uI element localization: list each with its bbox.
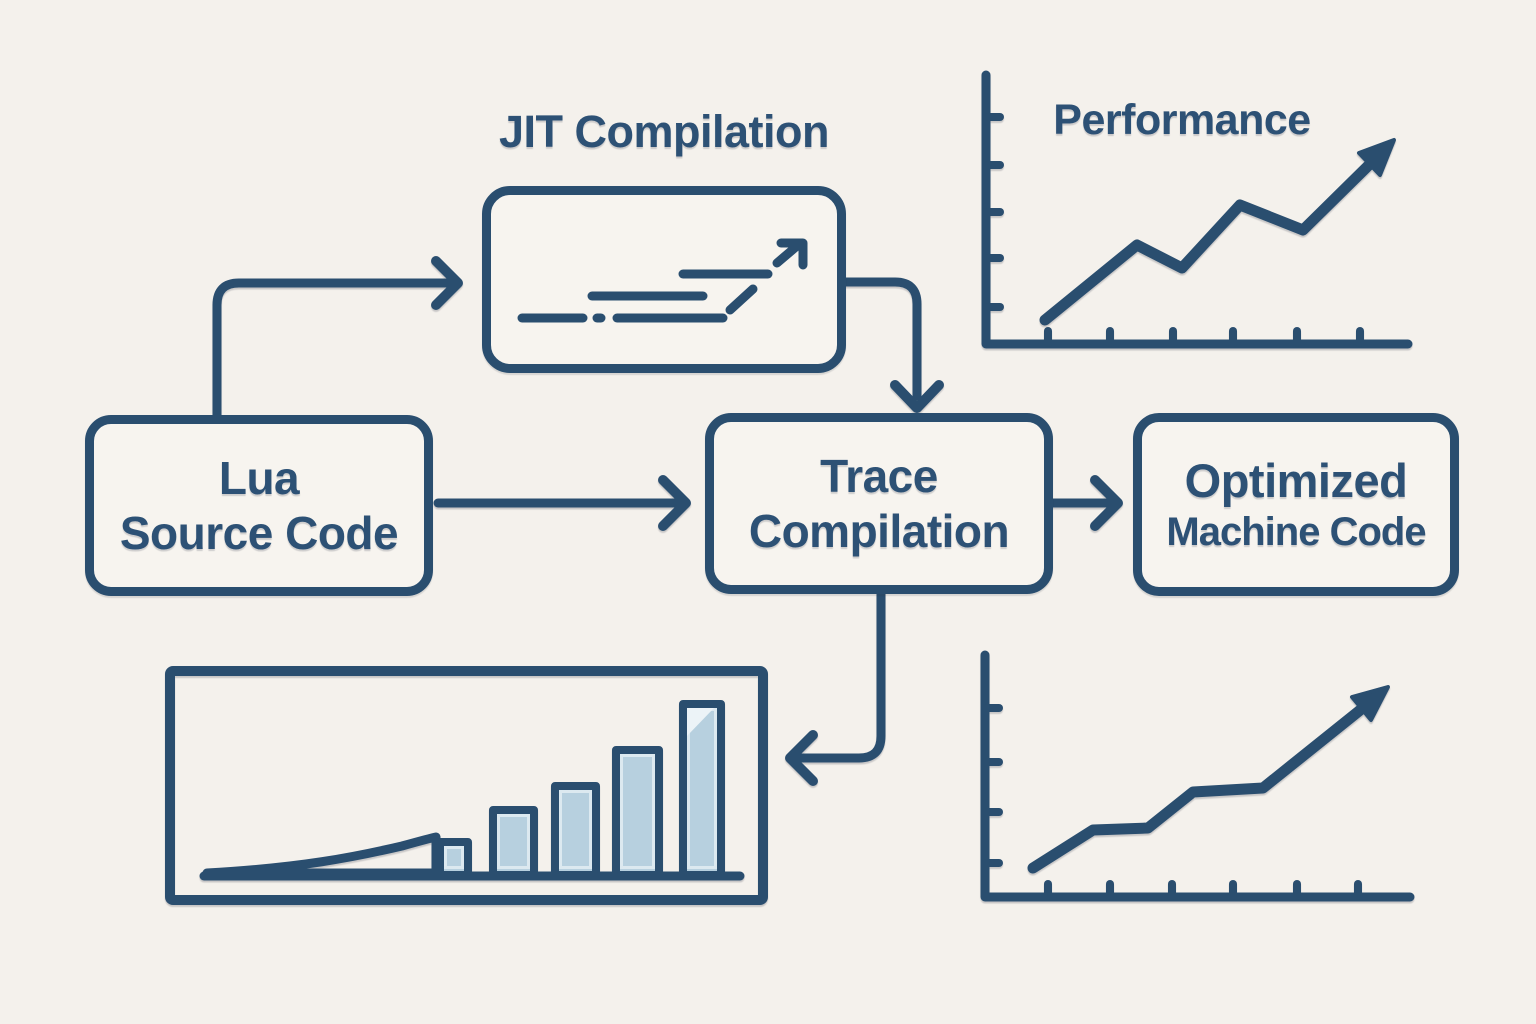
trend-up-dashed-lines-icon [517,238,808,323]
bar-fold-highlight [687,708,714,736]
arrow-left-icon [785,730,818,786]
connector-shaft [212,278,453,420]
connector-trace-to-optimized [1047,475,1123,531]
box-label-line: Source Code [119,506,399,559]
arrow-right-icon [658,475,691,531]
box-label-line: Compilation [748,504,1010,557]
bar-group [436,700,725,879]
bar [612,746,663,879]
bar-chart [165,666,768,905]
connector-jit-to-trace [841,277,944,413]
trend-arrowhead-icon [1357,138,1396,177]
growth-chart [980,650,1415,902]
box-label-line: Lua [218,452,300,505]
performance-trend-line [1039,157,1377,326]
box-label-line: Machine Code [1166,509,1426,554]
connector-shaft [796,589,886,763]
jit-compilation-box [482,186,846,373]
bar-chart-frame [165,666,768,905]
chart-axes [980,650,1415,902]
performance-chart-title: Performance [1053,96,1311,144]
arrow-right-icon [431,256,463,310]
lua-source-code-box: Lua Source Code [85,415,433,596]
connector-trace-to-barchart [785,589,886,786]
jit-compilation-label: JIT Compilation [499,106,830,157]
trace-compilation-box: Trace Compilation [705,413,1053,594]
box-label-line: Trace [820,450,938,503]
growth-trend-line [1027,701,1370,874]
connector-lua-to-trace [433,475,691,531]
bar-inner-highlight [620,754,655,869]
arrow-right-icon [1090,475,1123,531]
box-label-line: Optimized [1184,454,1408,508]
trend-arrowhead-icon [1350,685,1390,722]
bar-inner-highlight [444,846,464,869]
bar-inner-highlight [559,790,592,869]
connector-shaft [841,277,922,401]
connector-lua-to-jit [212,256,463,420]
bar-inner-highlight [497,814,530,869]
chart-ticks [983,704,1362,900]
performance-chart [981,70,1413,349]
arrow-down-icon [890,380,944,413]
chart-ticks [984,113,1364,347]
growth-wedge-area [202,832,441,878]
optimized-machine-code-box: Optimized Machine Code [1133,413,1459,596]
